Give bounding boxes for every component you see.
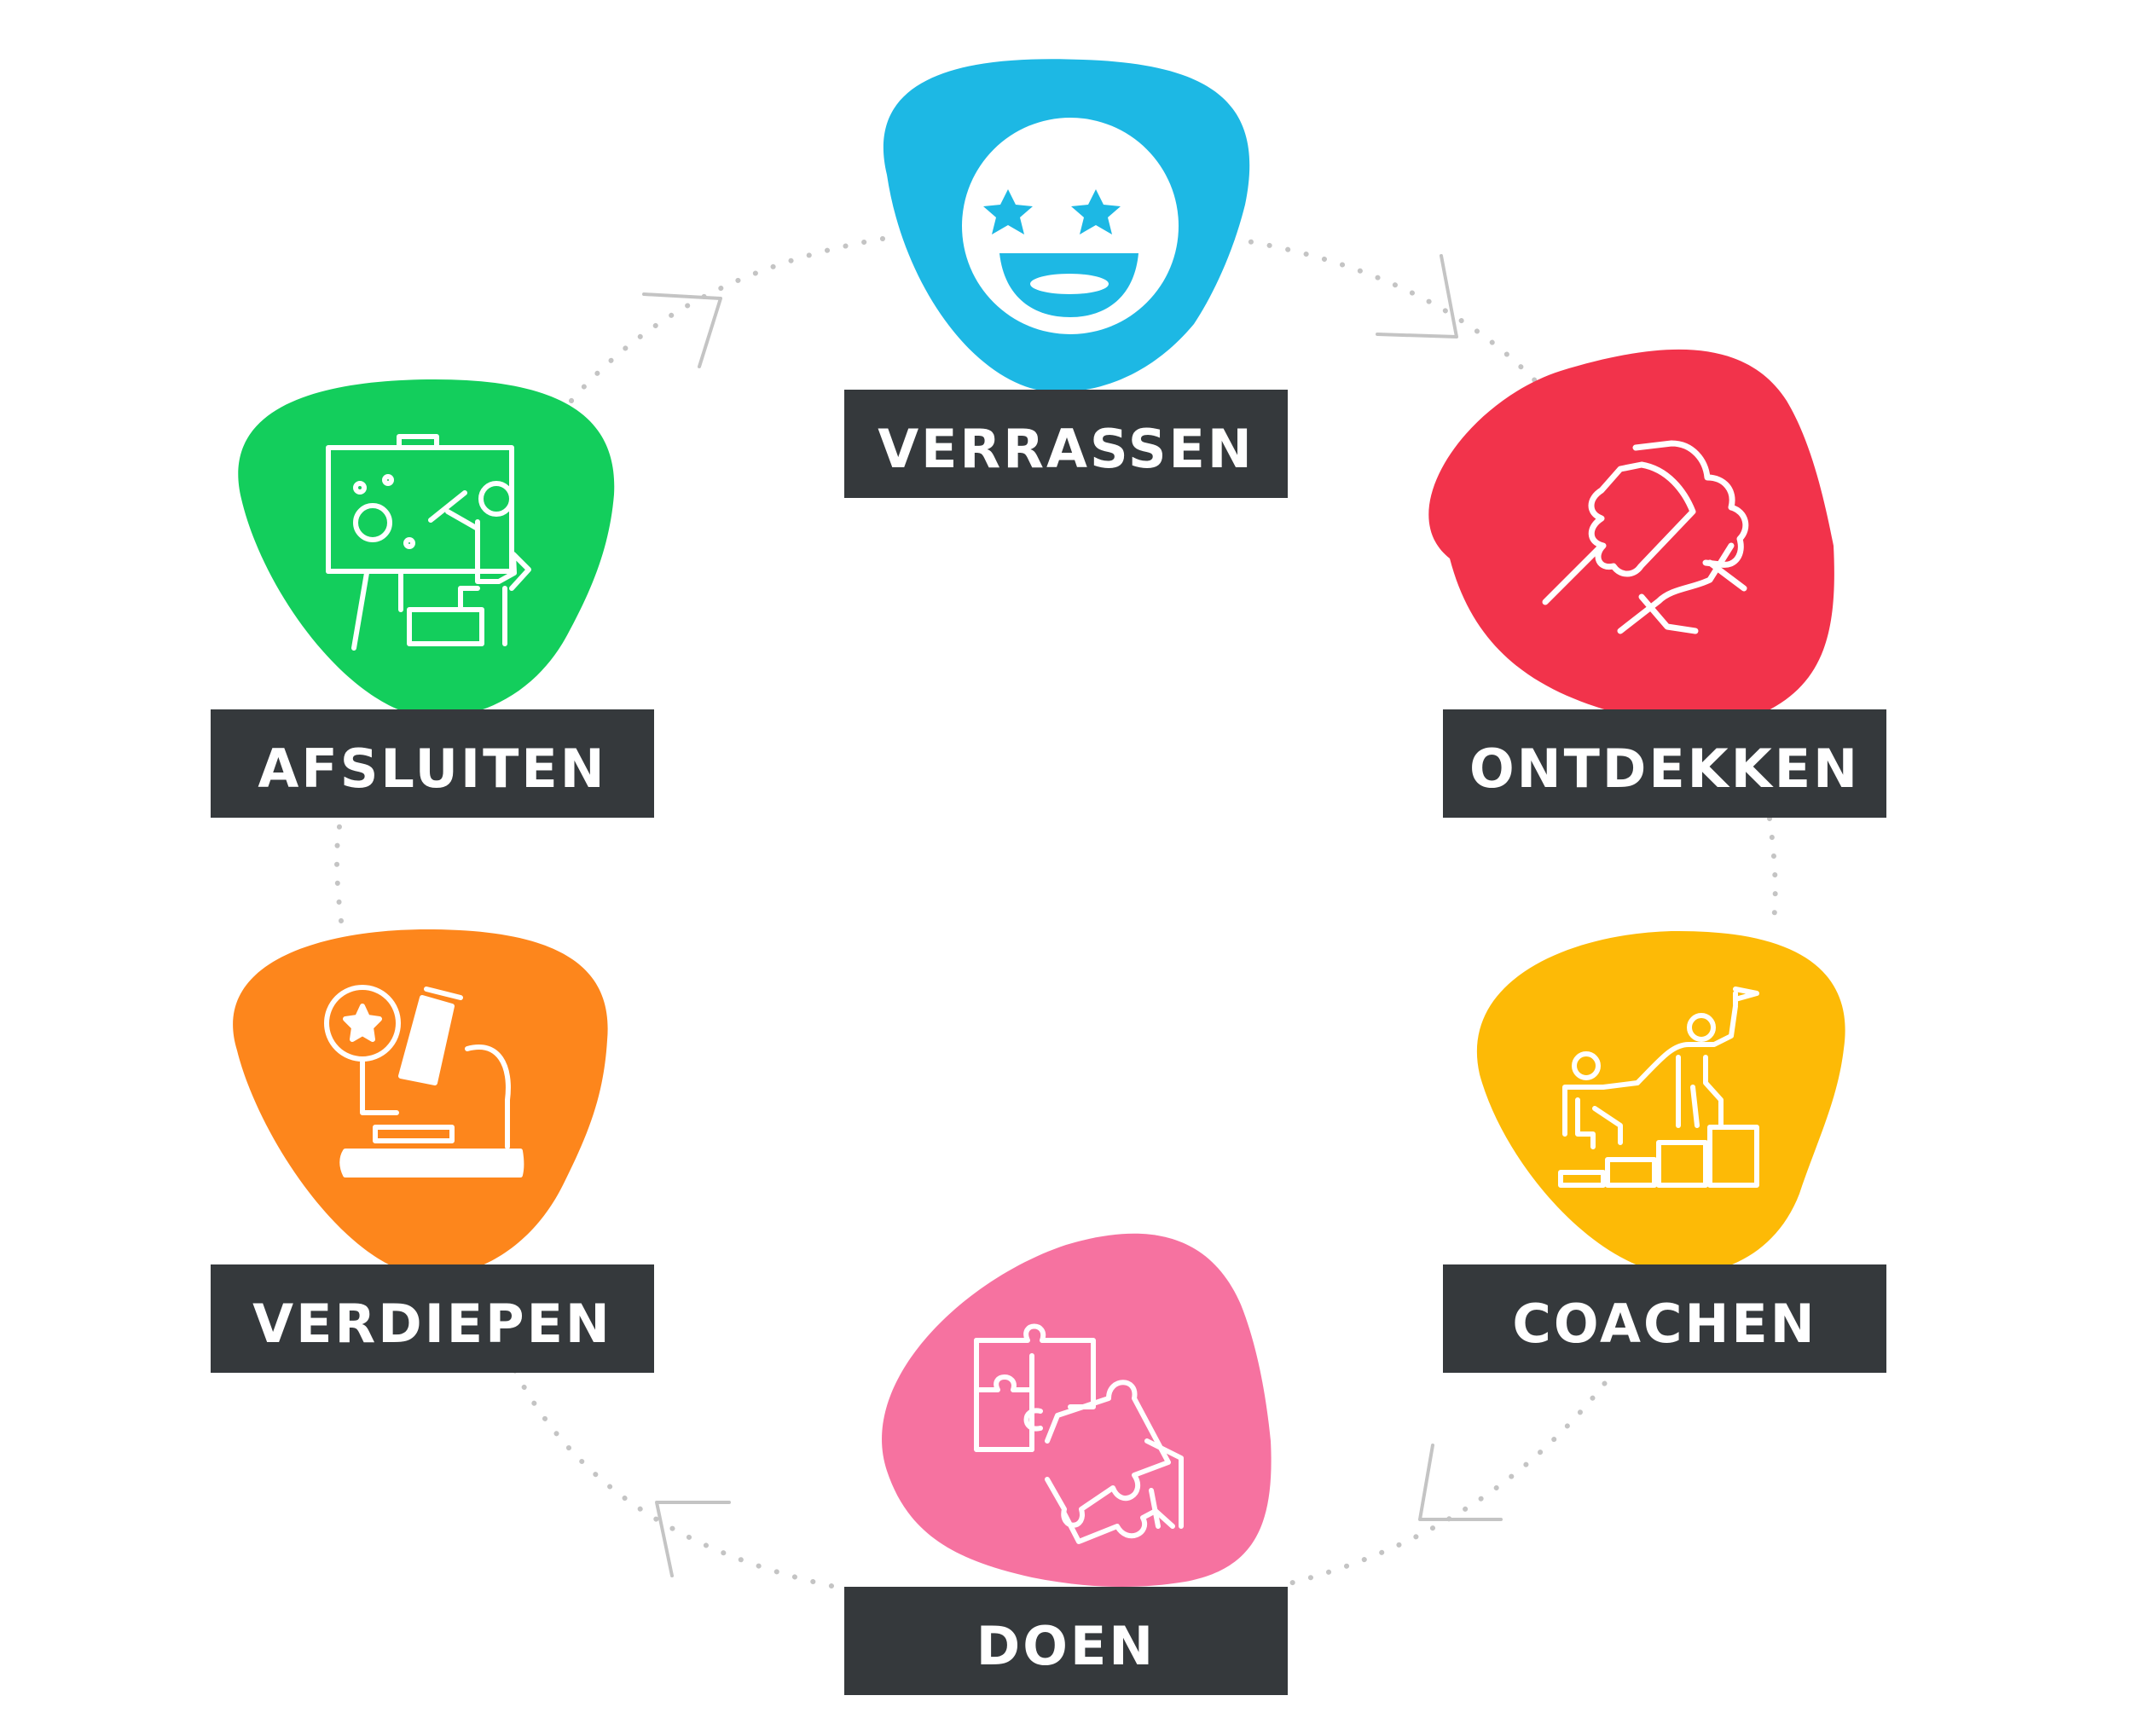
step-blob xyxy=(233,929,608,1277)
arrow-head-icon xyxy=(655,1501,731,1577)
step-afsluiten: AFSLUITEN xyxy=(211,379,654,818)
connector-ontdekken-coachen xyxy=(1767,816,1778,923)
arrow-head-icon xyxy=(642,292,722,368)
step-label: VERRASSEN xyxy=(878,418,1254,480)
helping-up-stairs-icon xyxy=(1558,987,1759,1188)
arrow-head-icon xyxy=(1376,254,1458,339)
star-eyes-smiley-icon xyxy=(962,118,1179,334)
step-verrassen: VERRASSEN xyxy=(844,59,1288,498)
arm-wrestling-hands-icon xyxy=(1542,440,1749,634)
step-blob xyxy=(1476,930,1845,1276)
step-blob xyxy=(1428,349,1834,724)
step-label: COACHEN xyxy=(1512,1293,1816,1355)
step-ontdekken: ONTDEKKEN xyxy=(1428,349,1886,818)
microscope-icon xyxy=(324,985,524,1178)
step-label-box xyxy=(844,390,1288,498)
step-label-box xyxy=(1443,709,1886,818)
step-label-box xyxy=(211,709,654,818)
step-label-box xyxy=(844,1587,1288,1695)
connector-doen-verdiepen xyxy=(509,1362,834,1588)
connector-verrassen-ontdekken xyxy=(1230,236,1563,412)
step-label: ONTDEKKEN xyxy=(1469,738,1860,800)
step-blob xyxy=(238,379,615,719)
presentation-board-icon xyxy=(326,434,531,651)
step-label-box xyxy=(1443,1264,1886,1373)
step-verdiepen: VERDIEPEN xyxy=(211,929,654,1373)
cycle-arrows xyxy=(642,254,1503,1577)
step-label: DOEN xyxy=(976,1615,1156,1677)
connector-afsluiten-verrassen xyxy=(569,236,885,403)
step-coachen: COACHEN xyxy=(1443,930,1886,1373)
connector-coachen-doen xyxy=(1277,1366,1619,1588)
step-label-box xyxy=(211,1264,654,1373)
arrow-head-icon xyxy=(1418,1444,1503,1521)
step-label: VERDIEPEN xyxy=(252,1293,612,1355)
step-doen: DOEN xyxy=(844,1233,1288,1695)
puzzle-pieces-icon xyxy=(974,1323,1184,1544)
step-label: AFSLUITEN xyxy=(258,738,606,800)
connector-verdiepen-afsluiten xyxy=(334,816,344,923)
